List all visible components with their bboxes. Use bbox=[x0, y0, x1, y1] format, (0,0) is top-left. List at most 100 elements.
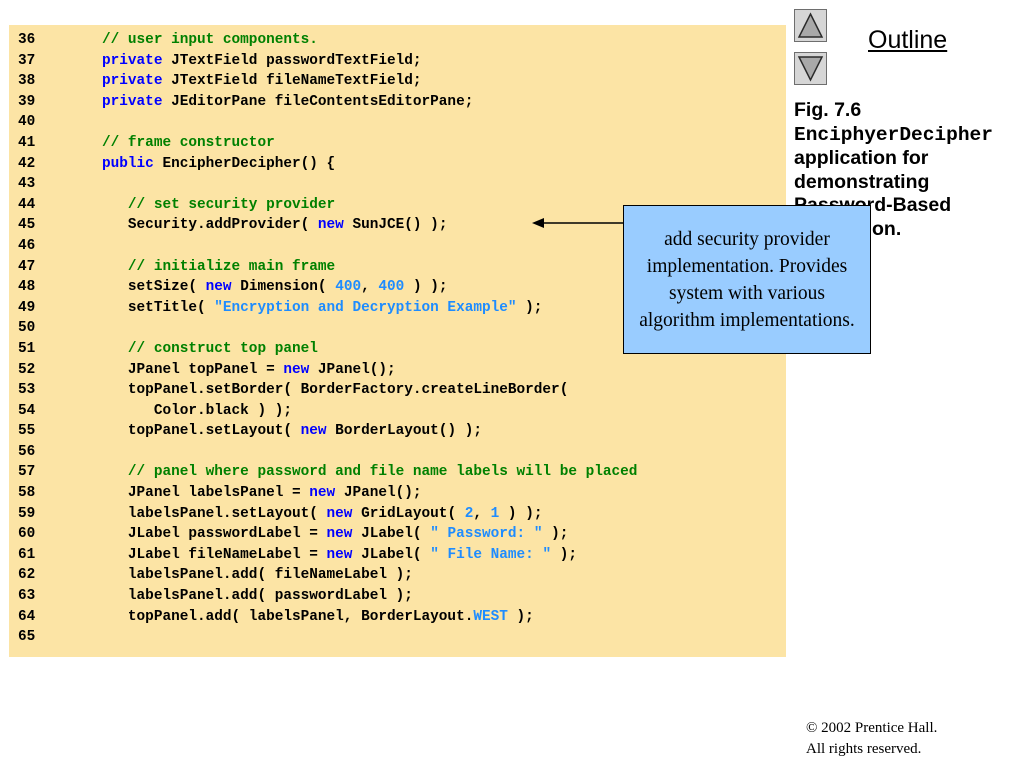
line-number: 41 bbox=[18, 134, 36, 151]
code-token: private bbox=[102, 52, 163, 69]
line-number: 50 bbox=[18, 320, 36, 337]
code-token: topPanel.setBorder( BorderFactory.create… bbox=[127, 382, 569, 399]
copyright-symbol: © bbox=[806, 720, 818, 736]
code-text: topPanel.add( labelsPanel, BorderLayout.… bbox=[128, 607, 534, 628]
code-token: ); bbox=[551, 546, 578, 563]
code-token: , bbox=[361, 279, 379, 296]
previous-slide-button[interactable] bbox=[794, 9, 827, 42]
copyright-notice: © 2002 Prentice Hall. All rights reserve… bbox=[806, 718, 937, 760]
line-number: 36 bbox=[18, 32, 36, 48]
code-text: setSize( new Dimension( 400, 400 ) ); bbox=[128, 277, 448, 298]
code-token: BorderLayout() ); bbox=[326, 423, 482, 440]
code-token: new bbox=[300, 423, 327, 440]
code-line: 40 bbox=[9, 112, 786, 133]
code-token: topPanel.setLayout( bbox=[127, 423, 301, 440]
line-number: 47 bbox=[18, 258, 36, 275]
line-number: 38 bbox=[18, 73, 36, 90]
code-token: public bbox=[102, 155, 154, 172]
code-text: // construct top panel bbox=[128, 339, 318, 360]
line-number: 51 bbox=[18, 340, 36, 357]
code-token: new bbox=[326, 526, 353, 543]
copyright-line-2: All rights reserved. bbox=[806, 741, 922, 757]
outline-link[interactable]: Outline bbox=[868, 26, 948, 54]
code-token: // set security provider bbox=[127, 196, 336, 213]
code-token: JLabel( bbox=[352, 526, 431, 543]
code-token: Dimension( bbox=[231, 279, 336, 296]
code-line: 56 bbox=[9, 442, 786, 463]
code-token: WEST bbox=[473, 608, 508, 625]
code-line: 65 bbox=[9, 627, 786, 648]
code-text: labelsPanel.setLayout( new GridLayout( 2… bbox=[128, 504, 543, 525]
code-line: 62 labelsPanel.add( fileNameLabel ); bbox=[9, 565, 786, 586]
code-text: // set security provider bbox=[128, 195, 335, 216]
code-token: new bbox=[205, 279, 232, 296]
triangle-up-icon bbox=[797, 12, 824, 38]
figure-number: Fig. 7.6 bbox=[794, 99, 862, 121]
line-number: 54 bbox=[18, 402, 36, 419]
code-text: JLabel fileNameLabel = new JLabel( " Fil… bbox=[128, 545, 577, 566]
code-token: // initialize main frame bbox=[127, 258, 336, 275]
code-token: 400 bbox=[378, 279, 405, 296]
code-text: JPanel labelsPanel = new JPanel(); bbox=[128, 483, 422, 504]
line-number: 63 bbox=[18, 588, 36, 605]
code-token: // user input components. bbox=[102, 32, 318, 48]
code-text: JLabel passwordLabel = new JLabel( " Pas… bbox=[128, 524, 568, 545]
line-number: 57 bbox=[18, 464, 36, 481]
code-token: Security.addProvider( bbox=[127, 217, 318, 234]
line-number: 64 bbox=[18, 608, 36, 625]
code-line: 38 private JTextField fileNameTextField; bbox=[9, 71, 786, 92]
figure-description: EnciphyerDecipher application for bbox=[794, 123, 1016, 171]
code-line: 46 bbox=[9, 236, 786, 257]
code-text: labelsPanel.add( fileNameLabel ); bbox=[128, 565, 413, 586]
code-token: JLabel fileNameLabel = bbox=[127, 546, 327, 563]
code-line: 58 JPanel labelsPanel = new JPanel(); bbox=[9, 483, 786, 504]
caption-line-2: application for bbox=[794, 147, 929, 169]
line-number: 40 bbox=[18, 114, 36, 131]
line-number: 58 bbox=[18, 485, 36, 502]
code-token: 1 bbox=[490, 505, 500, 522]
code-line: 64 topPanel.add( labelsPanel, BorderLayou… bbox=[9, 607, 786, 628]
line-number: 49 bbox=[18, 299, 36, 316]
code-text: JPanel topPanel = new JPanel(); bbox=[128, 360, 396, 381]
code-token: topPanel.add( labelsPanel, BorderLayout. bbox=[127, 608, 474, 625]
line-number: 46 bbox=[18, 237, 36, 254]
code-token: JTextField passwordTextField; bbox=[162, 52, 422, 69]
class-name: EnciphyerDecipher bbox=[794, 123, 993, 146]
code-text: private JTextField fileNameTextField; bbox=[102, 71, 422, 92]
code-token: // frame constructor bbox=[102, 134, 275, 151]
code-text: topPanel.setLayout( new BorderLayout() )… bbox=[128, 421, 482, 442]
code-token: new bbox=[283, 361, 310, 378]
code-text: // user input components. bbox=[102, 30, 318, 51]
line-number: 37 bbox=[18, 52, 36, 69]
line-number: 62 bbox=[18, 567, 36, 584]
code-token: JPanel(); bbox=[309, 361, 396, 378]
code-token: 400 bbox=[335, 279, 362, 296]
next-slide-button[interactable] bbox=[794, 52, 827, 85]
code-token: JTextField fileNameTextField; bbox=[162, 73, 422, 90]
caption-line-3: demonstrating bbox=[794, 170, 930, 193]
code-token: JLabel( bbox=[352, 546, 431, 563]
line-number: 45 bbox=[18, 217, 36, 234]
code-line: 36 // user input components. bbox=[9, 30, 786, 51]
code-token: , bbox=[473, 505, 491, 522]
code-token: new bbox=[326, 505, 353, 522]
code-token: 2 bbox=[464, 505, 474, 522]
code-token: Color.black ) ); bbox=[153, 402, 293, 419]
line-number: 56 bbox=[18, 443, 36, 460]
code-token: new bbox=[326, 546, 353, 563]
line-number: 43 bbox=[18, 176, 36, 193]
code-token: ) ); bbox=[499, 505, 543, 522]
code-token: JPanel labelsPanel = bbox=[127, 485, 310, 502]
line-number: 52 bbox=[18, 361, 36, 378]
code-text: // frame constructor bbox=[102, 133, 275, 154]
code-text: Security.addProvider( new SunJCE() ); bbox=[128, 215, 448, 236]
code-text: private JEditorPane fileContentsEditorPa… bbox=[102, 92, 473, 113]
